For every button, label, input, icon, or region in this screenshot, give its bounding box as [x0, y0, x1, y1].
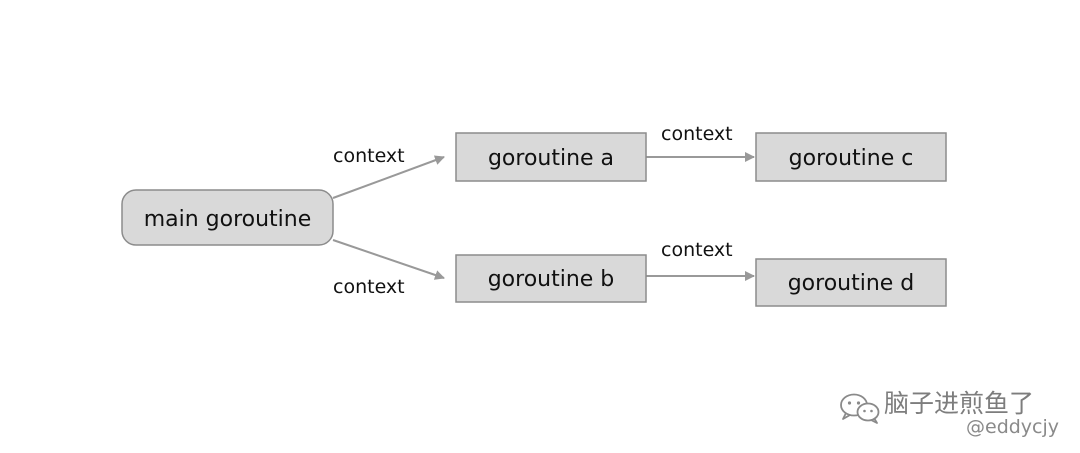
edge-label-a-c: context	[661, 123, 733, 145]
edge-label-main-b: context	[333, 276, 405, 298]
edge-main-to-b	[332, 239, 445, 280]
node-goroutine-a-label: goroutine a	[488, 146, 614, 171]
edge-label-main-a: context	[333, 145, 405, 167]
node-main-goroutine-label: main goroutine	[144, 207, 312, 232]
node-goroutine-a: goroutine a	[455, 132, 647, 182]
watermark-account-name: 脑子进煎鱼了	[884, 389, 1035, 418]
node-goroutine-b: goroutine b	[455, 254, 647, 303]
watermark-handle: @eddycjy	[966, 416, 1060, 438]
node-goroutine-c: goroutine c	[755, 132, 947, 182]
wechat-icon	[838, 390, 882, 426]
edge-main-to-a	[332, 155, 445, 199]
node-goroutine-d-label: goroutine d	[788, 271, 915, 296]
node-goroutine-b-label: goroutine b	[488, 267, 615, 292]
node-goroutine-d: goroutine d	[755, 258, 947, 307]
node-goroutine-c-label: goroutine c	[789, 146, 914, 171]
watermark: 脑子进煎鱼了 @eddycjy	[838, 386, 1068, 446]
node-main-goroutine: main goroutine	[121, 189, 334, 246]
edge-label-b-d: context	[661, 239, 733, 261]
